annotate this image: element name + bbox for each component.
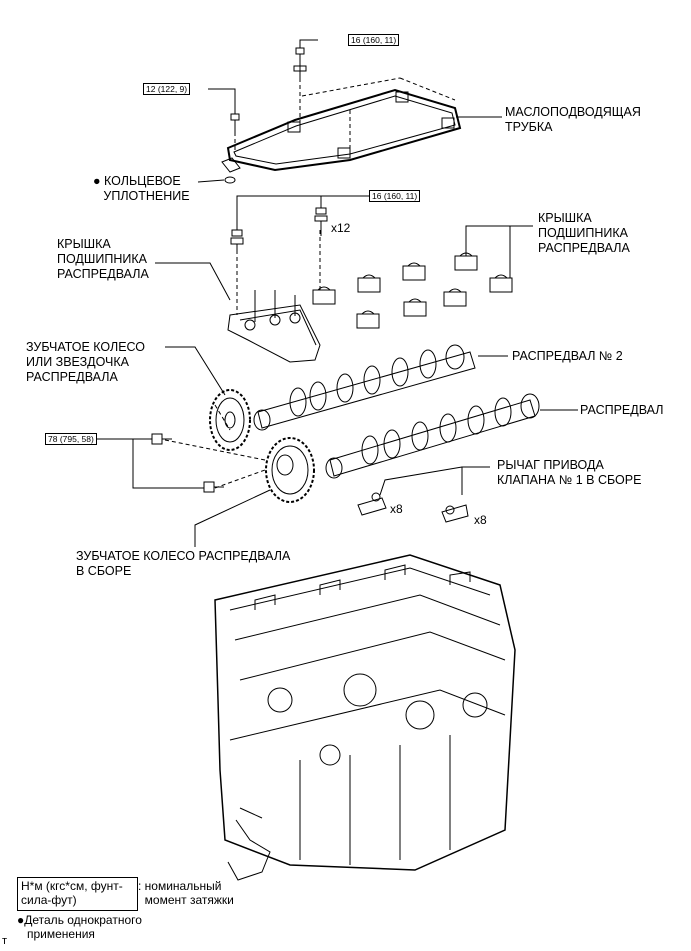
rocker-arm-a-drawing (357, 492, 387, 516)
label-camshaft-2: РАСПРЕДВАЛ № 2 (512, 349, 623, 363)
legend-non-reusable: ●Деталь однократного применения (17, 913, 142, 941)
bearing-caps-drawing (312, 252, 513, 329)
legend-torque-description: : номинальный момент затяжки (138, 879, 234, 907)
quantity-rocker-a-x8: x8 (390, 502, 403, 516)
bolt-12 (230, 113, 240, 132)
sprocket-drawing (209, 389, 251, 451)
bolt-78-lower (203, 481, 224, 493)
torque-label-12: 12 (122, 9) (143, 83, 191, 95)
label-o-ring: ● КОЛЬЦЕВОЕ УПЛОТНЕНИЕ (93, 174, 190, 203)
label-oil-pipe: МАСЛОПОДВОДЯЩАЯ ТРУБКА (505, 105, 641, 134)
legend-torque-units: Н*м (кгс*см, фунт- сила-фут) (21, 879, 123, 907)
camshaft-2-drawing (253, 344, 476, 431)
bolt-16-top (293, 47, 307, 78)
oil-pipe-drawing (221, 88, 462, 184)
bolt-16-mid (230, 229, 244, 252)
torque-label-16-top: 16 (160, 11) (348, 34, 400, 46)
label-bearing-cap-right: КРЫШКА ПОДШИПНИКА РАСПРЕДВАЛА (538, 211, 630, 255)
label-rocker-arm: РЫЧАГ ПРИВОДА КЛАПАНА № 1 В СБОРЕ (497, 458, 642, 487)
rocker-arm-b-drawing (441, 504, 469, 523)
torque-label-78: 78 (795, 58) (45, 433, 97, 445)
legend-torque-box (17, 877, 138, 911)
label-sprocket: ЗУБЧАТОЕ КОЛЕСО ИЛИ ЗВЕЗДОЧКА РАСПРЕДВАЛ… (26, 340, 146, 384)
engine-block-drawing (214, 554, 516, 881)
label-camshaft: РАСПРЕДВАЛ (580, 403, 664, 417)
quantity-x12: x12 (331, 221, 351, 235)
bearing-cap-left-drawing (227, 290, 321, 363)
camshaft-drawing (325, 393, 540, 479)
label-cam-timing-gear: ЗУБЧАТОЕ КОЛЕСО РАСПРЕДВАЛА В СБОРЕ (76, 549, 291, 578)
torque-label-16-mid: 16 (160, 11) (369, 190, 421, 202)
corner-mark: т (2, 935, 8, 947)
bolt-x12 (314, 207, 328, 236)
leader-lines (91, 39, 578, 547)
quantity-rocker-b-x8: x8 (474, 513, 487, 527)
cam-timing-gear-drawing (265, 437, 315, 503)
bolt-78-upper (151, 433, 172, 445)
label-bearing-cap-left: КРЫШКА ПОДШИПНИКА РАСПРЕДВАЛА (57, 237, 149, 281)
